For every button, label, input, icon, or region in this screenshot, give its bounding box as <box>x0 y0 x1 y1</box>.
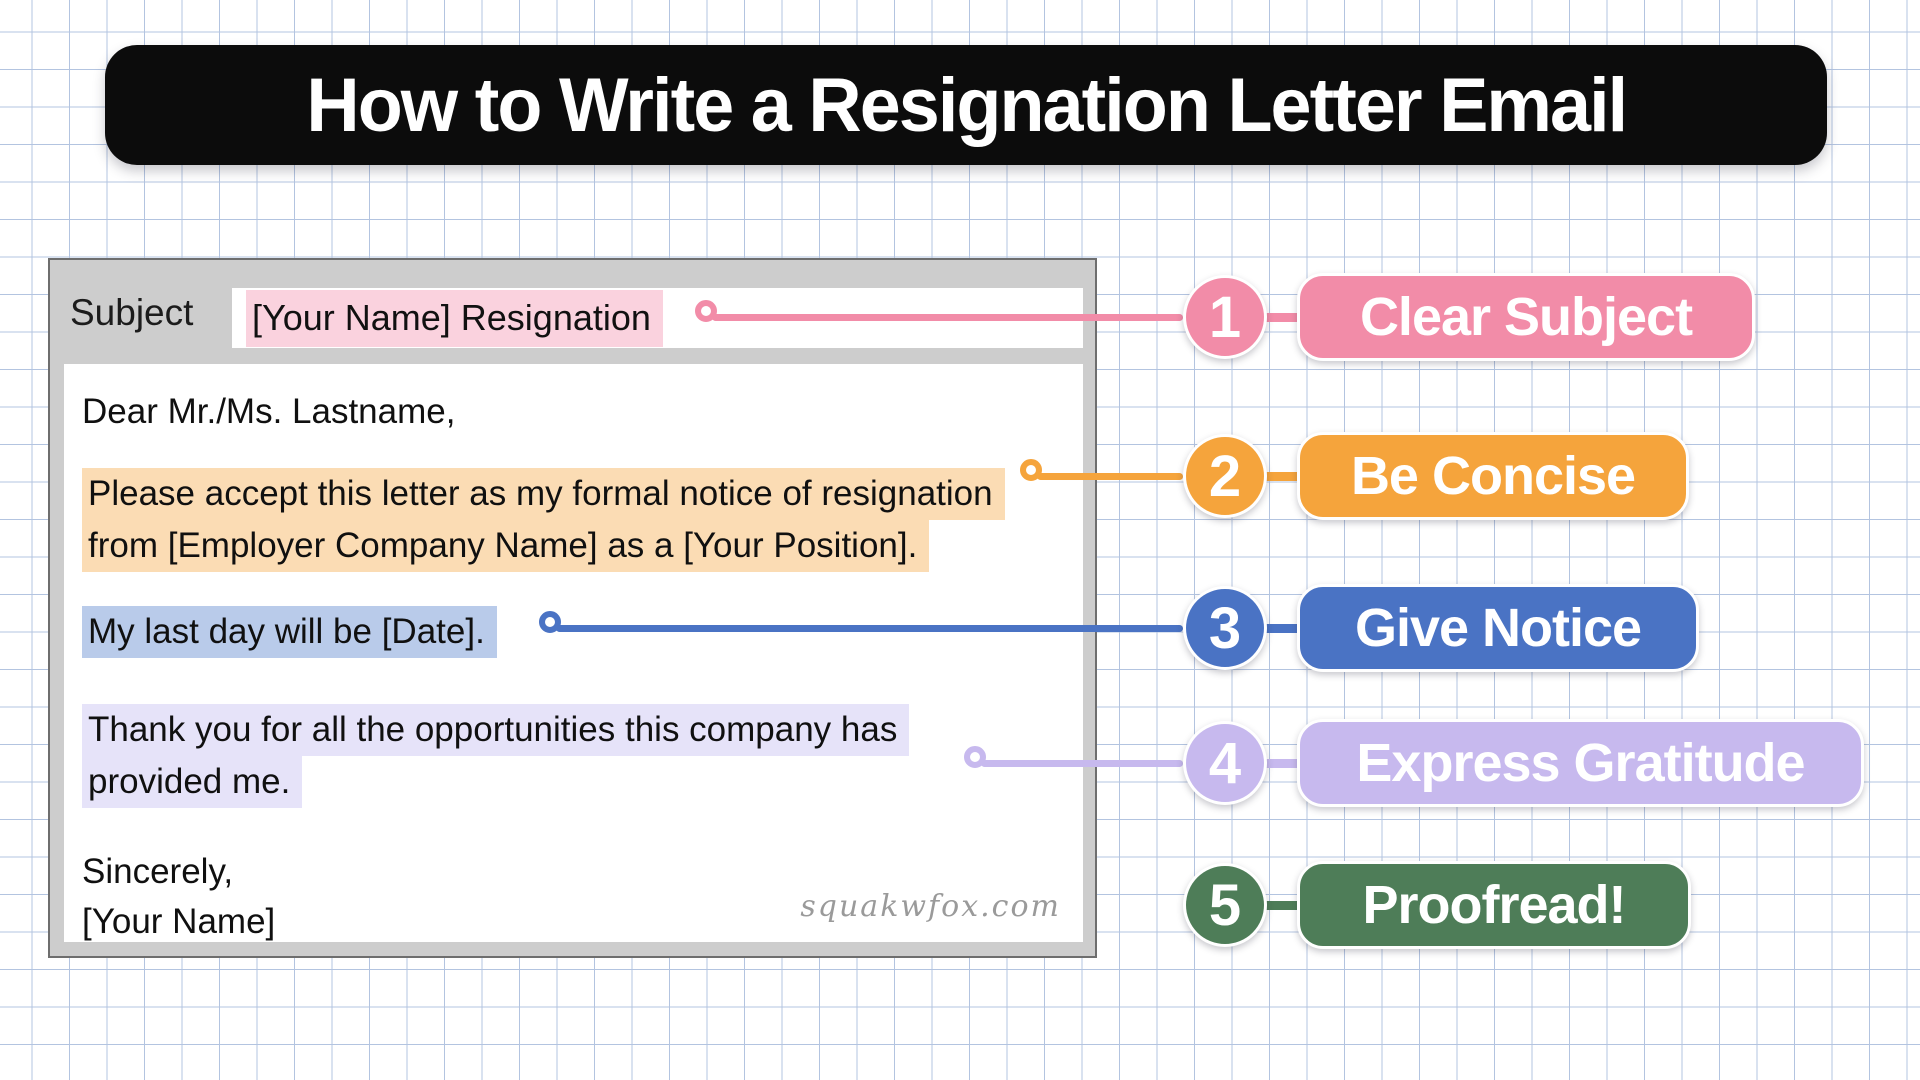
watermark: squakwfox.com <box>800 889 1061 924</box>
step-1-number: 1 <box>1208 284 1242 350</box>
step-1-label-pill: Clear Subject <box>1297 273 1755 361</box>
connector-line-be-concise <box>1037 473 1183 480</box>
step-1-stub <box>1252 313 1308 322</box>
email-mockup-card: Subject [Your Name] Resignation Dear Mr.… <box>48 258 1097 958</box>
step-2-number-badge: 2 <box>1183 434 1267 518</box>
step-4-label: Express Gratitude <box>1356 733 1805 793</box>
connector-dot-give-notice <box>539 611 561 633</box>
concise-line-2: from [Employer Company Name] as a [Your … <box>82 520 930 572</box>
step-4-label-pill: Express Gratitude <box>1297 719 1864 807</box>
subject-value-highlight: [Your Name] Resignation <box>246 289 663 347</box>
step-4-number-badge: 4 <box>1183 721 1267 805</box>
step-2-label-pill: Be Concise <box>1297 432 1689 520</box>
step-3-label-pill: Give Notice <box>1297 584 1699 672</box>
gratitude-line-1: Thank you for all the opportunities this… <box>82 704 910 756</box>
step-5-stub <box>1252 901 1308 910</box>
connector-line-clear-subject <box>712 314 1183 321</box>
subject-label: Subject <box>70 292 194 333</box>
step-4-number: 4 <box>1208 730 1242 796</box>
connector-dot-express-gratitude <box>964 746 986 768</box>
concise-line-1: Please accept this letter as my formal n… <box>82 468 1005 520</box>
signoff-name-line: [Your Name] <box>82 902 276 941</box>
step-4-stub <box>1252 759 1308 768</box>
notice-line: My last day will be [Date]. <box>82 606 497 658</box>
page-title: How to Write a Resignation Letter Email <box>306 62 1628 148</box>
step-3-number-badge: 3 <box>1183 586 1267 670</box>
step-3-label: Give Notice <box>1354 598 1642 658</box>
step-3-stub <box>1252 624 1308 633</box>
step-5-number-badge: 5 <box>1183 863 1267 947</box>
greeting-line: Dear Mr./Ms. Lastname, <box>82 392 456 431</box>
connector-line-express-gratitude <box>981 760 1183 767</box>
step-2-number: 2 <box>1208 443 1242 509</box>
step-2-label: Be Concise <box>1350 446 1636 506</box>
signoff-line: Sincerely, <box>82 852 234 891</box>
connector-line-give-notice <box>556 625 1183 632</box>
step-1-number-badge: 1 <box>1183 275 1267 359</box>
gratitude-line-2: provided me. <box>82 756 303 808</box>
step-5-label-pill: Proofread! <box>1297 861 1691 949</box>
step-1-label: Clear Subject <box>1359 287 1693 347</box>
step-5-label: Proofread! <box>1362 875 1626 935</box>
step-2-stub <box>1252 472 1308 481</box>
connector-dot-clear-subject <box>695 300 717 322</box>
email-body: Dear Mr./Ms. Lastname, Please accept thi… <box>64 364 1083 942</box>
title-banner: How to Write a Resignation Letter Email <box>105 45 1827 165</box>
step-3-number: 3 <box>1208 595 1242 661</box>
step-5-number: 5 <box>1208 872 1242 938</box>
connector-dot-be-concise <box>1020 459 1042 481</box>
